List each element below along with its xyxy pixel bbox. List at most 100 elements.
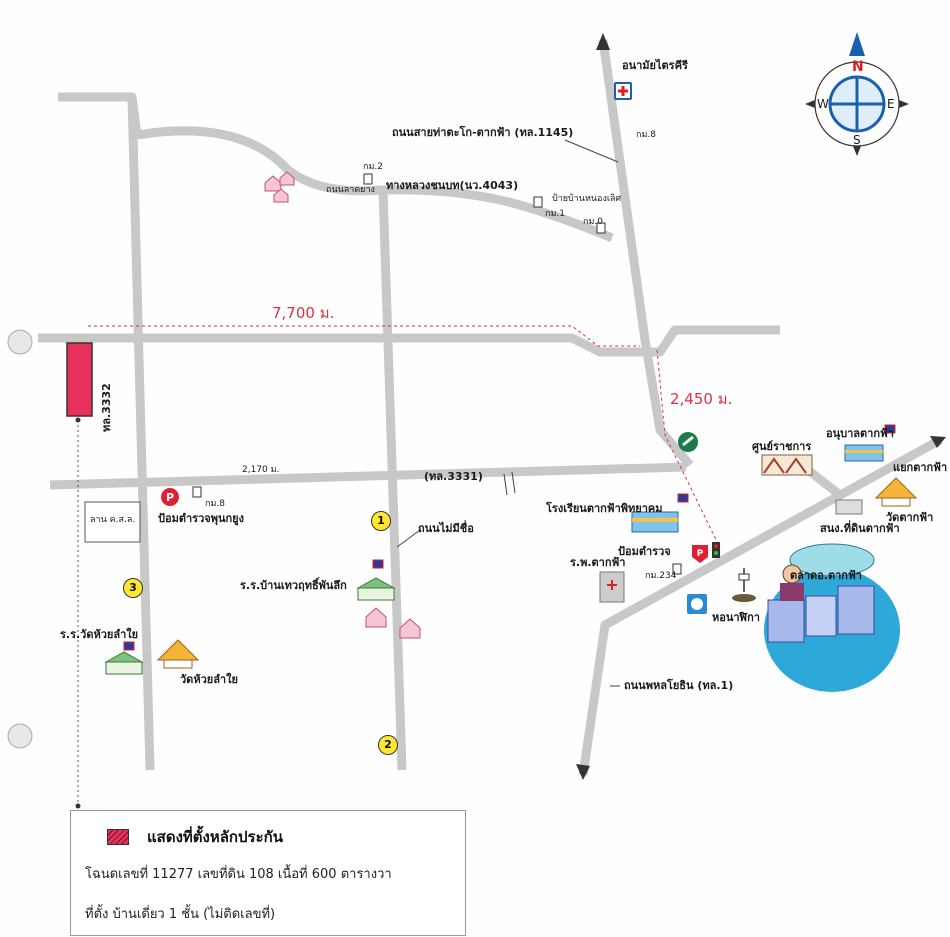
school-body	[105, 661, 143, 675]
kindergarten-stripe	[845, 450, 883, 453]
label-concrete-yard: ลาน ค.ส.ล.	[90, 515, 136, 525]
compass-label-e: E	[887, 97, 895, 111]
gov-center-roof	[763, 457, 807, 474]
road-gov-branch	[805, 466, 843, 499]
clock-tower-face	[738, 573, 750, 581]
compass-needle-south	[853, 146, 861, 156]
label-school-takfa: โรงเรียนตากฟ้าพิทยาคม	[546, 502, 663, 515]
label-km8-top: กม.8	[636, 130, 656, 140]
house-icon	[273, 188, 289, 203]
school-building-icon	[104, 651, 144, 675]
traffic-light-icon	[712, 542, 720, 558]
distance-road-3331: 2,170 ม.	[242, 465, 280, 475]
legend-collateral-swatch	[107, 829, 129, 845]
compass-label-w: W	[817, 97, 829, 111]
market-vendor-body	[780, 583, 804, 601]
police-box-letter: P	[697, 549, 704, 559]
compass-needle-north	[849, 32, 865, 56]
thai-flag-icon	[123, 641, 135, 651]
gas-station-mark	[682, 435, 694, 447]
compass-needle-west	[805, 100, 815, 108]
thai-flag-icons	[123, 424, 896, 651]
distance-line-vertical	[656, 349, 721, 549]
temple-icon	[874, 477, 918, 507]
label-clock-tower: หอนาฬิกา	[712, 611, 760, 624]
road-4043	[136, 126, 614, 243]
label-police-phu-yung: ป้อมตำรวจพุนกยูง	[158, 512, 244, 525]
gas-station-icon	[678, 432, 698, 452]
police-circle	[161, 488, 179, 506]
compass-label-s: S	[853, 133, 861, 147]
house-icon	[264, 175, 282, 192]
label-road-3332: ทล.3332	[100, 383, 113, 432]
label-ban-noen-sit: ป้ายบ้านหนองเลิศ	[552, 194, 622, 204]
label-land-office: สนง.ที่ดินตากฟ้า	[820, 522, 900, 535]
road-top-left-hook	[58, 92, 142, 136]
thai-flag-icon	[884, 424, 896, 434]
map-marker-1: 1	[371, 511, 391, 531]
dotted-lines	[88, 325, 721, 549]
police-box-icon: P	[692, 545, 708, 563]
label-gov-center: ศูนย์ราชการ	[752, 440, 812, 453]
house-icon	[279, 171, 295, 186]
milestones	[192, 173, 682, 575]
collateral-location	[66, 342, 93, 417]
temple-icon	[156, 639, 200, 669]
label-kindergarten: อนุบาลตากฟ้า	[826, 427, 894, 440]
traffic-light-red	[714, 544, 718, 548]
houses	[264, 171, 421, 639]
thai-flag-icon	[677, 493, 689, 503]
road-top-horizontal	[38, 325, 780, 357]
market-stall-left	[767, 599, 805, 643]
milestone-km8-icon	[192, 486, 202, 498]
distance-line-horizontal	[88, 325, 640, 347]
traffic-light-box	[712, 542, 720, 558]
school-building-icon	[631, 511, 679, 533]
bank-icon	[687, 594, 707, 614]
market-umbrella	[789, 543, 875, 577]
road-arrows	[576, 33, 946, 780]
label-road-3331: (ทล.3331)	[424, 470, 483, 483]
label-km234: กม.234	[645, 571, 677, 581]
distance-horizontal: 7,700 ม.	[272, 304, 335, 322]
label-road-1145: ถนนสายท่าตะโก-ตากฟ้า (ทล.1145)	[392, 126, 574, 139]
legend-pin-dot	[75, 803, 81, 809]
label-health-station: อนามัยไตรคีรี	[622, 59, 688, 72]
clock-tower-base	[732, 594, 756, 602]
road-3331-break	[503, 471, 516, 496]
label-wat-takfa: วัดตากฟ้า	[886, 511, 934, 524]
binder-hole-bottom-circle	[7, 723, 33, 749]
compass-cross	[830, 77, 884, 131]
label-phahonyothin: ถนนพหลโยธิน (ทล.1)	[624, 679, 734, 692]
temple-roof	[156, 639, 200, 661]
house-icon	[365, 607, 387, 628]
bank-mark	[691, 598, 703, 610]
binder-hole-top-circle	[7, 329, 33, 355]
clock-tower-icon	[732, 568, 756, 602]
milestone-km0-icon	[596, 222, 606, 234]
market-stall-right	[837, 585, 875, 635]
label-wat-huai: วัดห้วยลำใย	[180, 673, 238, 686]
legend-deed-info: โฉนดเลขที่ 11277 เลขที่ดิน 108 เนื้อที่ …	[85, 867, 392, 882]
label-km0: กม.0	[583, 217, 603, 227]
label-hospital: ร.พ.ตากฟ้า	[570, 556, 626, 569]
compass-needle-east	[899, 100, 909, 108]
label-police-box: ป้อมตำรวจ	[618, 545, 671, 558]
road-3331	[49, 462, 687, 490]
school-building-icon	[356, 577, 396, 601]
label-road-4043: ทางหลวงชนบท(นว.4043)	[386, 179, 519, 192]
unnamed-road-tick	[396, 529, 421, 548]
label-lad-yang-road: ถนนลาดยาง	[326, 185, 375, 195]
police-p-icon: P	[161, 488, 179, 506]
map-marker-2: 2	[378, 735, 398, 755]
arrow-east-icon	[930, 436, 946, 448]
traffic-light-green	[714, 551, 718, 555]
land-office-building-icon	[835, 499, 863, 515]
thai-flag-icon	[372, 559, 384, 569]
school-roof	[356, 577, 396, 589]
label-unnamed-road: ถนนไม่มีชื่อ	[418, 522, 474, 535]
temple-roof	[874, 477, 918, 499]
health-station-cross	[618, 86, 628, 96]
road-unnamed	[378, 189, 407, 771]
label-intersection: แยกตากฟ้า	[893, 461, 948, 474]
